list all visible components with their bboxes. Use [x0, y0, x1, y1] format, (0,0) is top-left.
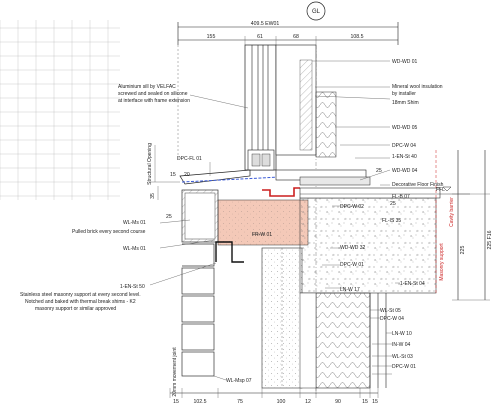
svg-text:25: 25 [166, 214, 172, 220]
window-sill [179, 169, 371, 186]
cavity-barrier-label: Cavity barrier [449, 197, 455, 227]
label-wl-st-05: WL-St 05 [380, 308, 401, 314]
bottom-dim-90: 90 [335, 399, 341, 405]
bottom-dim-102-5: 102.5 [194, 399, 207, 405]
label-dpc-w-02: DPC-W 02 [340, 204, 364, 210]
svg-text:15: 15 [170, 172, 176, 178]
label-wl-ms-01-a: WL-Ms 01 [123, 220, 146, 226]
floor-finish [299, 187, 441, 199]
svg-text:20: 20 [184, 172, 190, 178]
label-stainless-1: Stainless steel masonry support at every… [20, 292, 141, 298]
bottom-dim-75: 75 [237, 399, 243, 405]
label-stainless-2: Notched and baked with thermal break shi… [25, 299, 136, 305]
label-en-st-50: 1-EN-St 50 [120, 284, 145, 290]
dim-68: 68 [293, 34, 299, 40]
svg-text:35: 35 [150, 193, 156, 199]
bottom-dim-100: 100 [277, 399, 286, 405]
structural-opening-label: Structural Opening [147, 143, 153, 185]
gridline-marker: GL [306, 1, 326, 21]
window-frame [244, 44, 337, 171]
label-ln-w-10: LN-W 10 [392, 331, 412, 337]
label-by-installer: by installer [392, 91, 416, 97]
label-fr-w-01: FR-W 01 [252, 232, 272, 238]
label-aluminium-sill-1: Aluminium sill by VELFAC [118, 84, 176, 90]
label-pulled-brick: Pulled brick every second course [72, 229, 146, 235]
label-aluminium-sill-2: screwed and sealed on silicone [118, 91, 188, 97]
label-fl-b-07: FL-B 07 [392, 194, 410, 200]
label-stainless-3: masonry support or similar approved [35, 306, 116, 312]
label-wl-ms-01-b: WL-Ms 01 [123, 246, 146, 252]
svg-text:GL: GL [312, 9, 321, 15]
label-decorative-floor: Decorative Floor Finish [392, 182, 444, 188]
label-wl-st-03: WL-St 03 [392, 354, 413, 360]
masonry-support-label: Masonry support [439, 243, 445, 281]
label-en-st-04: 1-EN-St 04 [400, 281, 425, 287]
label-wd-wd-01: WD-WD 01 [392, 59, 417, 65]
label-movement-joint: 20mm movement joint [172, 347, 178, 397]
wall-insulation-lower [315, 292, 371, 389]
dim-155: 155 [207, 34, 216, 40]
dim-108-5: 108.5 [351, 34, 364, 40]
label-wd-wd-04: WD-WD 04 [392, 168, 417, 174]
concrete-slab [299, 197, 437, 294]
label-dpc-w-04-top: DPC-W 04 [392, 143, 416, 149]
dim-61: 61 [257, 34, 263, 40]
svg-text:225 F16: 225 F16 [487, 230, 493, 249]
svg-text:25: 25 [390, 201, 396, 207]
label-en-st-40: 1-EN-St 40 [392, 154, 417, 160]
bottom-dimension-chain: 15 102.5 75 100 12 90 15 15 [169, 388, 379, 405]
bottom-dim-15b: 15 [362, 399, 368, 405]
label-mineral-wool: Mineral wool insulation [392, 84, 443, 90]
bottom-dim-15a: 15 [173, 399, 179, 405]
outer-brick-leaf [181, 189, 219, 377]
label-dpc-w-01-bot: DPC-W 01 [392, 364, 416, 370]
label-aluminium-sill-3: at interface with frame extension [118, 98, 190, 104]
label-dpc-fl-01: DPC-FL 01 [177, 156, 202, 162]
svg-text:225: 225 [460, 246, 466, 255]
label-wd-wd-05: WD-WD 05 [392, 125, 417, 131]
svg-text:25: 25 [376, 168, 382, 174]
leader-lines [149, 60, 400, 381]
background-masonry [0, 20, 120, 200]
dpc-red-line [262, 187, 300, 197]
bottom-dim-15c: 15 [372, 399, 378, 405]
label-ln-w-17: LN-W 17 [340, 287, 360, 293]
label-dpc-w-01-mid: DPC-W 01 [340, 262, 364, 268]
label-in-w-04: IN-W 04 [392, 342, 411, 348]
right-dimensions: 225 225 F16 25 25 [376, 150, 493, 301]
label-dpc-w-04-bot: DPC-W 04 [380, 316, 404, 322]
label-fl-is-35: FL-IS 35 [382, 218, 401, 224]
masonry-support-angle [215, 241, 244, 263]
label-wl-msp-07: WL-Msp 07 [226, 378, 252, 384]
bottom-dim-12: 12 [305, 399, 311, 405]
label-shim: 18mm Shim [392, 100, 419, 106]
label-wd-wd-32: WD-WD 32 [340, 245, 365, 251]
overall-dimension: 409.5 EW01 [251, 21, 280, 27]
label-ffl: FFL [436, 187, 445, 193]
